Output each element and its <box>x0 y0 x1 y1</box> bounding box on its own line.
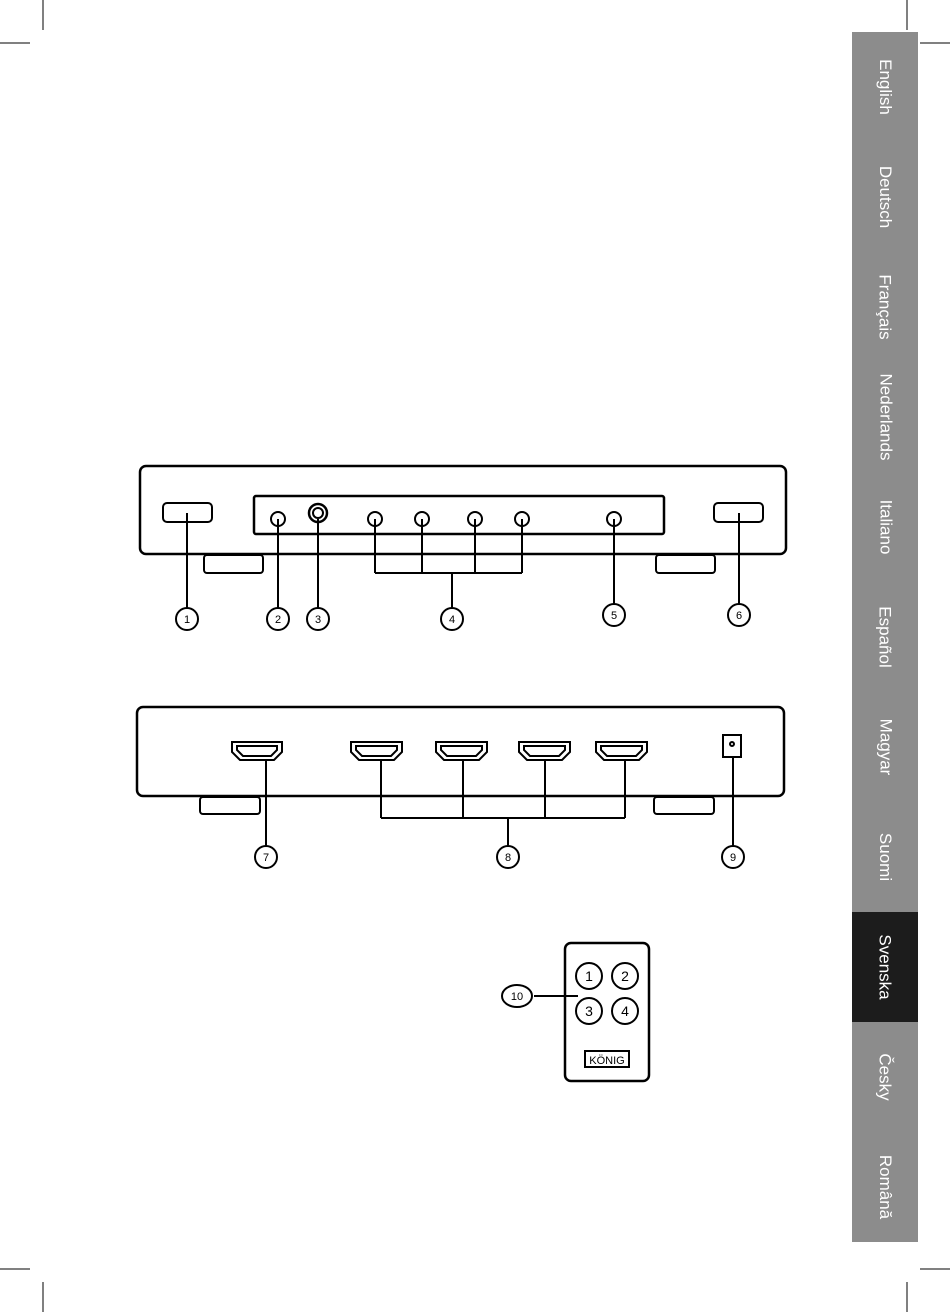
callout-10: 10 <box>511 991 523 1003</box>
tab-cesky[interactable]: Česky <box>852 1022 918 1132</box>
tab-label: Română <box>875 1155 895 1219</box>
tab-francais[interactable]: Français <box>852 252 918 362</box>
tab-label: Italiano <box>875 500 895 555</box>
rear-panel <box>137 707 784 846</box>
tab-nederlands[interactable]: Nederlands <box>852 362 918 472</box>
tab-romana[interactable]: Română <box>852 1132 918 1242</box>
remote-button-3: 3 <box>585 1003 593 1019</box>
remote-brand-logo: KÖNIG <box>589 1055 624 1067</box>
callout-7: 7 <box>263 852 269 864</box>
tab-label: Nederlands <box>875 374 895 461</box>
tab-italiano[interactable]: Italiano <box>852 472 918 582</box>
tab-label: Deutsch <box>875 166 895 228</box>
tab-espanol[interactable]: Español <box>852 582 918 692</box>
tab-svenska[interactable]: Svenska <box>852 912 918 1022</box>
callout-6: 6 <box>736 610 742 622</box>
remote-button-4: 4 <box>621 1003 629 1019</box>
callout-8: 8 <box>505 852 511 864</box>
tab-label: Español <box>875 606 895 667</box>
tab-label: English <box>875 59 895 115</box>
tab-suomi[interactable]: Suomi <box>852 802 918 912</box>
tab-label: Svenska <box>875 934 895 999</box>
remote-button-2: 2 <box>621 968 629 984</box>
front-panel <box>140 466 786 608</box>
tab-label: Česky <box>875 1053 895 1100</box>
callout-3: 3 <box>315 614 321 626</box>
tab-label: Français <box>875 274 895 339</box>
callout-4: 4 <box>449 614 455 626</box>
callout-5: 5 <box>611 610 617 622</box>
callout-2: 2 <box>275 614 281 626</box>
tab-label: Suomi <box>875 833 895 881</box>
remote-button-1: 1 <box>585 968 593 984</box>
tab-magyar[interactable]: Magyar <box>852 692 918 802</box>
tab-deutsch[interactable]: Deutsch <box>852 142 918 252</box>
tab-label: Magyar <box>875 719 895 776</box>
callout-1: 1 <box>184 614 190 626</box>
tab-english[interactable]: English <box>852 32 918 142</box>
callout-9: 9 <box>730 852 736 864</box>
